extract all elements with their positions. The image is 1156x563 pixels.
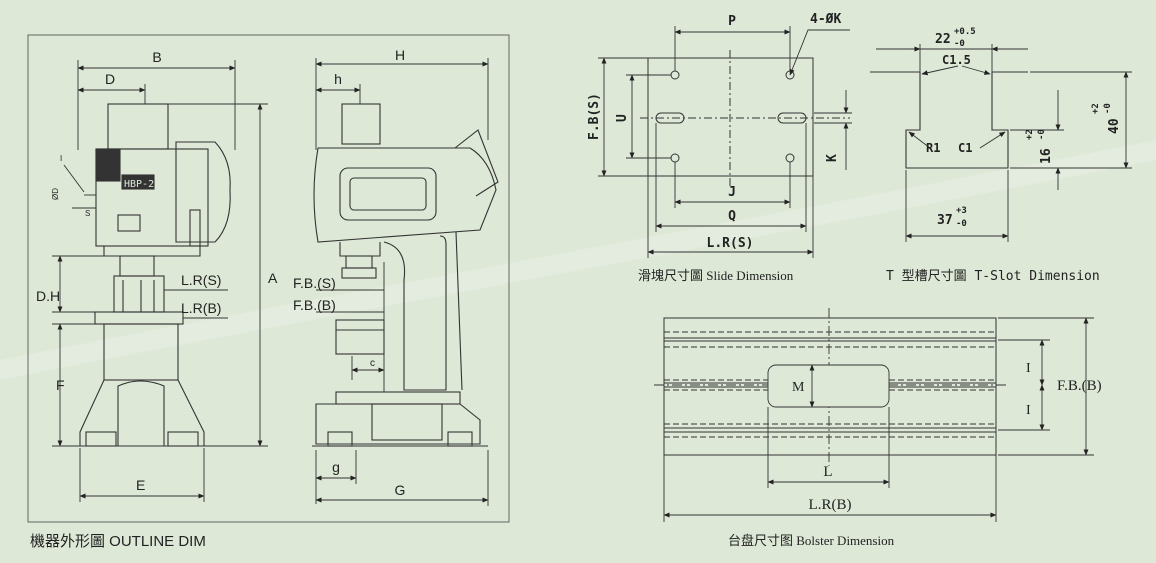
dim-J: J bbox=[728, 185, 736, 200]
dim-tslot-depth: 16 bbox=[1039, 148, 1054, 164]
dim-Q: Q bbox=[728, 209, 736, 224]
dim-g: g bbox=[332, 459, 340, 475]
dim-c: c bbox=[370, 358, 375, 369]
dim-tslot-height: 40 bbox=[1107, 118, 1122, 134]
bolster-plate bbox=[663, 317, 997, 456]
dim-FBB-bolster: F.B.(B) bbox=[1057, 378, 1102, 394]
dim-P: P bbox=[728, 14, 736, 29]
dim-tslot-height-tol-minus: -0 bbox=[1103, 103, 1113, 114]
dim-tslot-width-tol-plus: +3 bbox=[956, 206, 967, 216]
dim-tslot-depth-tol-plus: +2 bbox=[1025, 129, 1035, 140]
dim-K: K bbox=[825, 154, 840, 162]
dim-L: L bbox=[823, 464, 832, 480]
nameplate-text: HBP-25 bbox=[124, 179, 160, 190]
dim-DH: D.H bbox=[36, 288, 60, 304]
dim-FBB-outline: F.B.(B) bbox=[293, 297, 336, 313]
dim-tslot-width: 37 bbox=[937, 213, 953, 228]
slide-dim-lines bbox=[598, 26, 852, 258]
outline-caption: 機器外形圖 OUTLINE DIM bbox=[30, 533, 206, 550]
dim-D: D bbox=[105, 71, 115, 87]
dim-S: S bbox=[85, 209, 90, 218]
bolster-dim-lines bbox=[663, 317, 1094, 522]
background-streak bbox=[0, 140, 1156, 380]
dim-4phiK: 4-ØK bbox=[810, 12, 841, 27]
outline-dimension-panel bbox=[27, 34, 510, 523]
dim-I: I bbox=[60, 154, 62, 163]
bolster-caption: 台盘尺寸图 Bolster Dimension bbox=[728, 533, 895, 548]
dim-FBS-slide: F.B(S) bbox=[587, 93, 602, 140]
dim-LRB-outline: L.R(B) bbox=[181, 300, 221, 316]
dim-A: A bbox=[268, 270, 278, 286]
front-view bbox=[72, 103, 231, 447]
dim-U: U bbox=[615, 114, 630, 122]
dim-LRB-bolster: L.R(B) bbox=[809, 497, 852, 513]
side-view bbox=[312, 103, 499, 447]
dim-LRS-slide: L.R(S) bbox=[707, 236, 754, 251]
dim-tslot-depth-tol-minus: -0 bbox=[1037, 129, 1047, 140]
dim-c1: C1 bbox=[958, 141, 972, 155]
slide-caption: 滑塊尺寸圖 Slide Dimension bbox=[638, 268, 794, 283]
dim-chamfer-c15: C1.5 bbox=[942, 53, 971, 67]
dim-I-bottom: I bbox=[1026, 403, 1031, 418]
outline-dim-lines bbox=[52, 58, 489, 506]
dim-G: G bbox=[395, 482, 406, 498]
dim-E: E bbox=[136, 477, 145, 493]
labels: B D A D.H F E L.R(S) L.R(B) S I ØD HBP-2… bbox=[30, 12, 1122, 550]
dim-tslot-top-tol-plus: +0.5 bbox=[954, 27, 976, 37]
tslot-caption: T 型槽尺寸圖 T-Slot Dimension bbox=[886, 269, 1100, 284]
dim-tslot-width-tol-minus: -0 bbox=[956, 219, 967, 229]
bolster-dimension-panel bbox=[654, 308, 1094, 522]
tslot-profile bbox=[905, 72, 1009, 169]
dim-phiD: ØD bbox=[51, 188, 60, 200]
dim-h: h bbox=[334, 71, 342, 87]
dim-F: F bbox=[56, 377, 65, 393]
dim-M: M bbox=[792, 380, 805, 395]
dim-H: H bbox=[395, 47, 405, 63]
dim-LRS-outline: L.R(S) bbox=[181, 272, 221, 288]
tslot-dimension-panel bbox=[870, 44, 1132, 242]
dim-r1: R1 bbox=[926, 141, 940, 155]
slide-holes bbox=[655, 70, 807, 163]
dim-tslot-top: 22 bbox=[935, 32, 951, 47]
slide-dimension-panel bbox=[598, 26, 852, 258]
tslot-dim-lines bbox=[876, 44, 1132, 242]
dim-B: B bbox=[152, 49, 161, 65]
dim-tslot-height-tol-plus: +2 bbox=[1091, 103, 1101, 114]
bolster-slots bbox=[654, 308, 1006, 466]
dim-I-top: I bbox=[1026, 361, 1031, 376]
dim-FBS-outline: F.B.(S) bbox=[293, 275, 336, 291]
outline-frame bbox=[27, 34, 510, 523]
dim-tslot-top-tol-minus: -0 bbox=[954, 39, 965, 49]
